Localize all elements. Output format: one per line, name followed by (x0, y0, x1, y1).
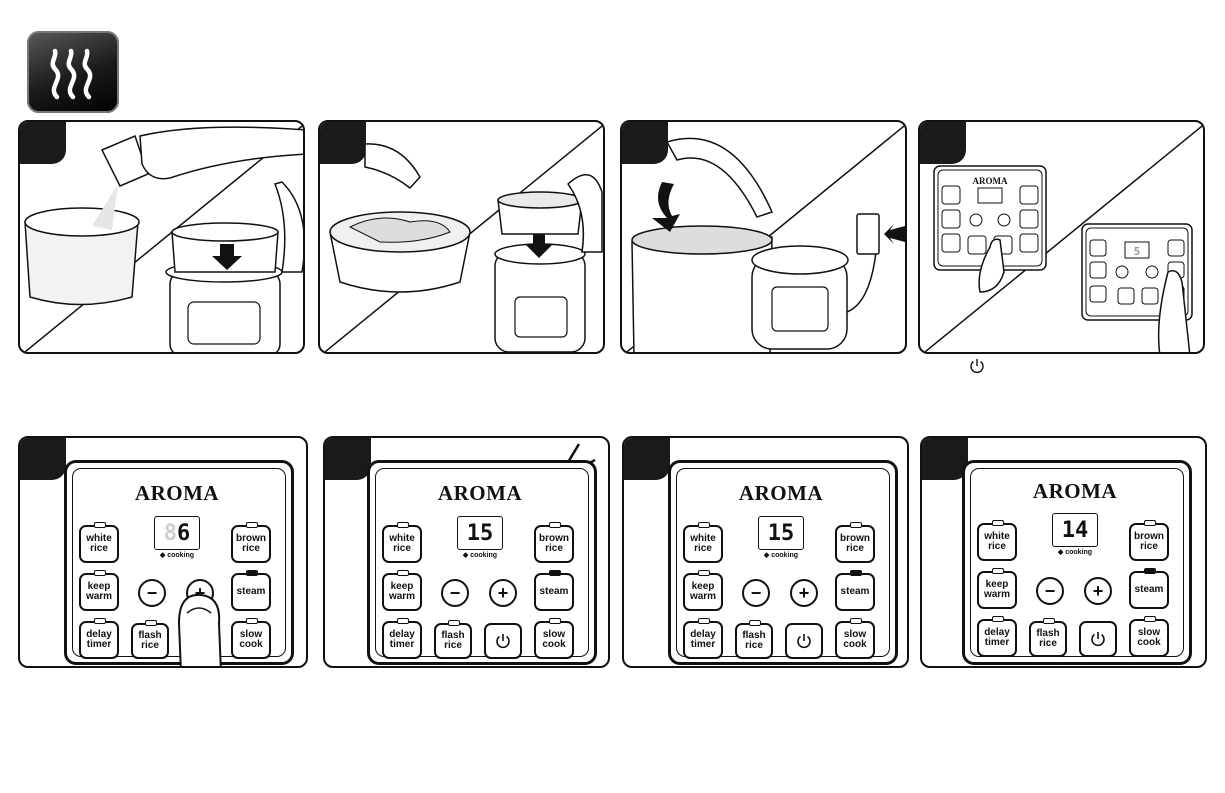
power-button[interactable] (785, 623, 823, 659)
step-5-tab (20, 438, 66, 480)
finger-pressing-icon (177, 593, 222, 666)
step-2-tab (320, 122, 366, 164)
step-1-panel (18, 120, 305, 354)
step-7-panel: AROMA 15 ◆ cooking white rice brown rice… (622, 436, 909, 668)
keep-warm-button[interactable]: keep warm (382, 570, 422, 611)
display-value: 15 (767, 520, 795, 546)
steam-button[interactable]: steam (534, 570, 574, 611)
steam-button[interactable]: steam (835, 570, 875, 611)
slow-cook-button[interactable]: slow cook (231, 618, 271, 659)
delay-timer-button[interactable]: delay timer (79, 618, 119, 659)
step-8-panel: AROMA 14 ◆ cooking white rice brown rice… (920, 436, 1207, 668)
power-button[interactable] (484, 623, 522, 659)
display-value: 6 (177, 520, 191, 546)
step-6-panel: AROMA 15 ◆ cooking white rice brown rice… (323, 436, 610, 668)
white-rice-button[interactable]: white rice (683, 522, 723, 563)
brown-rice-button[interactable]: brown rice (835, 522, 875, 563)
step4-brand-a: AROMA (973, 176, 1008, 186)
flash-rice-button[interactable]: flash rice (1029, 618, 1067, 657)
display: 15 (457, 516, 503, 550)
step-6-tab (325, 438, 371, 480)
steam-waves-icon (27, 31, 119, 113)
power-icon (970, 359, 984, 373)
minus-button[interactable]: − (138, 579, 166, 607)
step-2-illustration (323, 124, 603, 352)
step-7-tab (624, 438, 670, 480)
step4-display: 5 (1134, 245, 1141, 258)
flash-rice-button[interactable]: flash rice (735, 620, 773, 659)
power-icon (496, 634, 510, 649)
white-rice-button[interactable]: white rice (382, 522, 422, 563)
brand-logo: AROMA (134, 481, 220, 505)
keep-warm-button[interactable]: keep warm (79, 570, 119, 611)
steam-button[interactable]: steam (231, 570, 271, 611)
cooking-indicator: ◆ cooking (462, 552, 498, 559)
delay-timer-button[interactable]: delay timer (683, 618, 723, 659)
cooking-indicator: ◆ cooking (159, 552, 195, 559)
brown-rice-button[interactable]: brown rice (534, 522, 574, 563)
display-ghost: 8 (163, 520, 177, 546)
white-rice-button[interactable]: white rice (977, 520, 1017, 561)
brand-logo: AROMA (738, 481, 824, 505)
minus-button[interactable]: − (1036, 577, 1064, 605)
power-button[interactable] (1079, 621, 1117, 657)
step-3-tab (622, 122, 668, 164)
step-1-illustration (23, 124, 303, 352)
display: 14 (1052, 513, 1098, 547)
display-value: 15 (466, 520, 494, 546)
cooking-indicator: ◆ cooking (1057, 549, 1093, 556)
delay-timer-button[interactable]: delay timer (977, 616, 1017, 657)
step-2-panel (318, 120, 605, 354)
display-value: 14 (1061, 517, 1089, 543)
display: 15 (758, 516, 804, 550)
keep-warm-button[interactable]: keep warm (977, 568, 1017, 609)
brown-rice-button[interactable]: brown rice (1129, 520, 1169, 561)
power-icon (797, 634, 811, 649)
slow-cook-button[interactable]: slow cook (1129, 616, 1169, 657)
power-icon (1091, 632, 1105, 647)
steam-button[interactable]: steam (1129, 568, 1169, 609)
step-3-illustration (625, 124, 905, 352)
step-8-tab (922, 438, 968, 480)
control-panel-6: AROMA 15 ◆ cooking white rice brown rice… (367, 460, 597, 665)
plus-button[interactable]: + (790, 579, 818, 607)
step-4-tab (920, 122, 966, 164)
step-3-panel (620, 120, 907, 354)
slow-cook-button[interactable]: slow cook (835, 618, 875, 659)
control-panel-8: AROMA 14 ◆ cooking white rice brown rice… (962, 460, 1192, 665)
step-1-tab (20, 122, 66, 164)
flash-rice-button[interactable]: flash rice (131, 620, 169, 659)
control-panel-7: AROMA 15 ◆ cooking white rice brown rice… (668, 460, 898, 665)
slow-cook-button[interactable]: slow cook (534, 618, 574, 659)
flash-rice-button[interactable]: flash rice (434, 620, 472, 659)
step-4-panel: AROMA 5 (918, 120, 1205, 354)
brand-logo: AROMA (437, 481, 523, 505)
brand-logo: AROMA (1032, 479, 1118, 503)
cooking-indicator: ◆ cooking (763, 552, 799, 559)
brown-rice-button[interactable]: brown rice (231, 522, 271, 563)
step-4-illustration: AROMA 5 (923, 124, 1203, 352)
delay-timer-button[interactable]: delay timer (382, 618, 422, 659)
white-rice-button[interactable]: white rice (79, 522, 119, 563)
minus-button[interactable]: − (742, 579, 770, 607)
keep-warm-button[interactable]: keep warm (683, 570, 723, 611)
plus-button[interactable]: + (1084, 577, 1112, 605)
minus-button[interactable]: − (441, 579, 469, 607)
plus-button[interactable]: + (489, 579, 517, 607)
